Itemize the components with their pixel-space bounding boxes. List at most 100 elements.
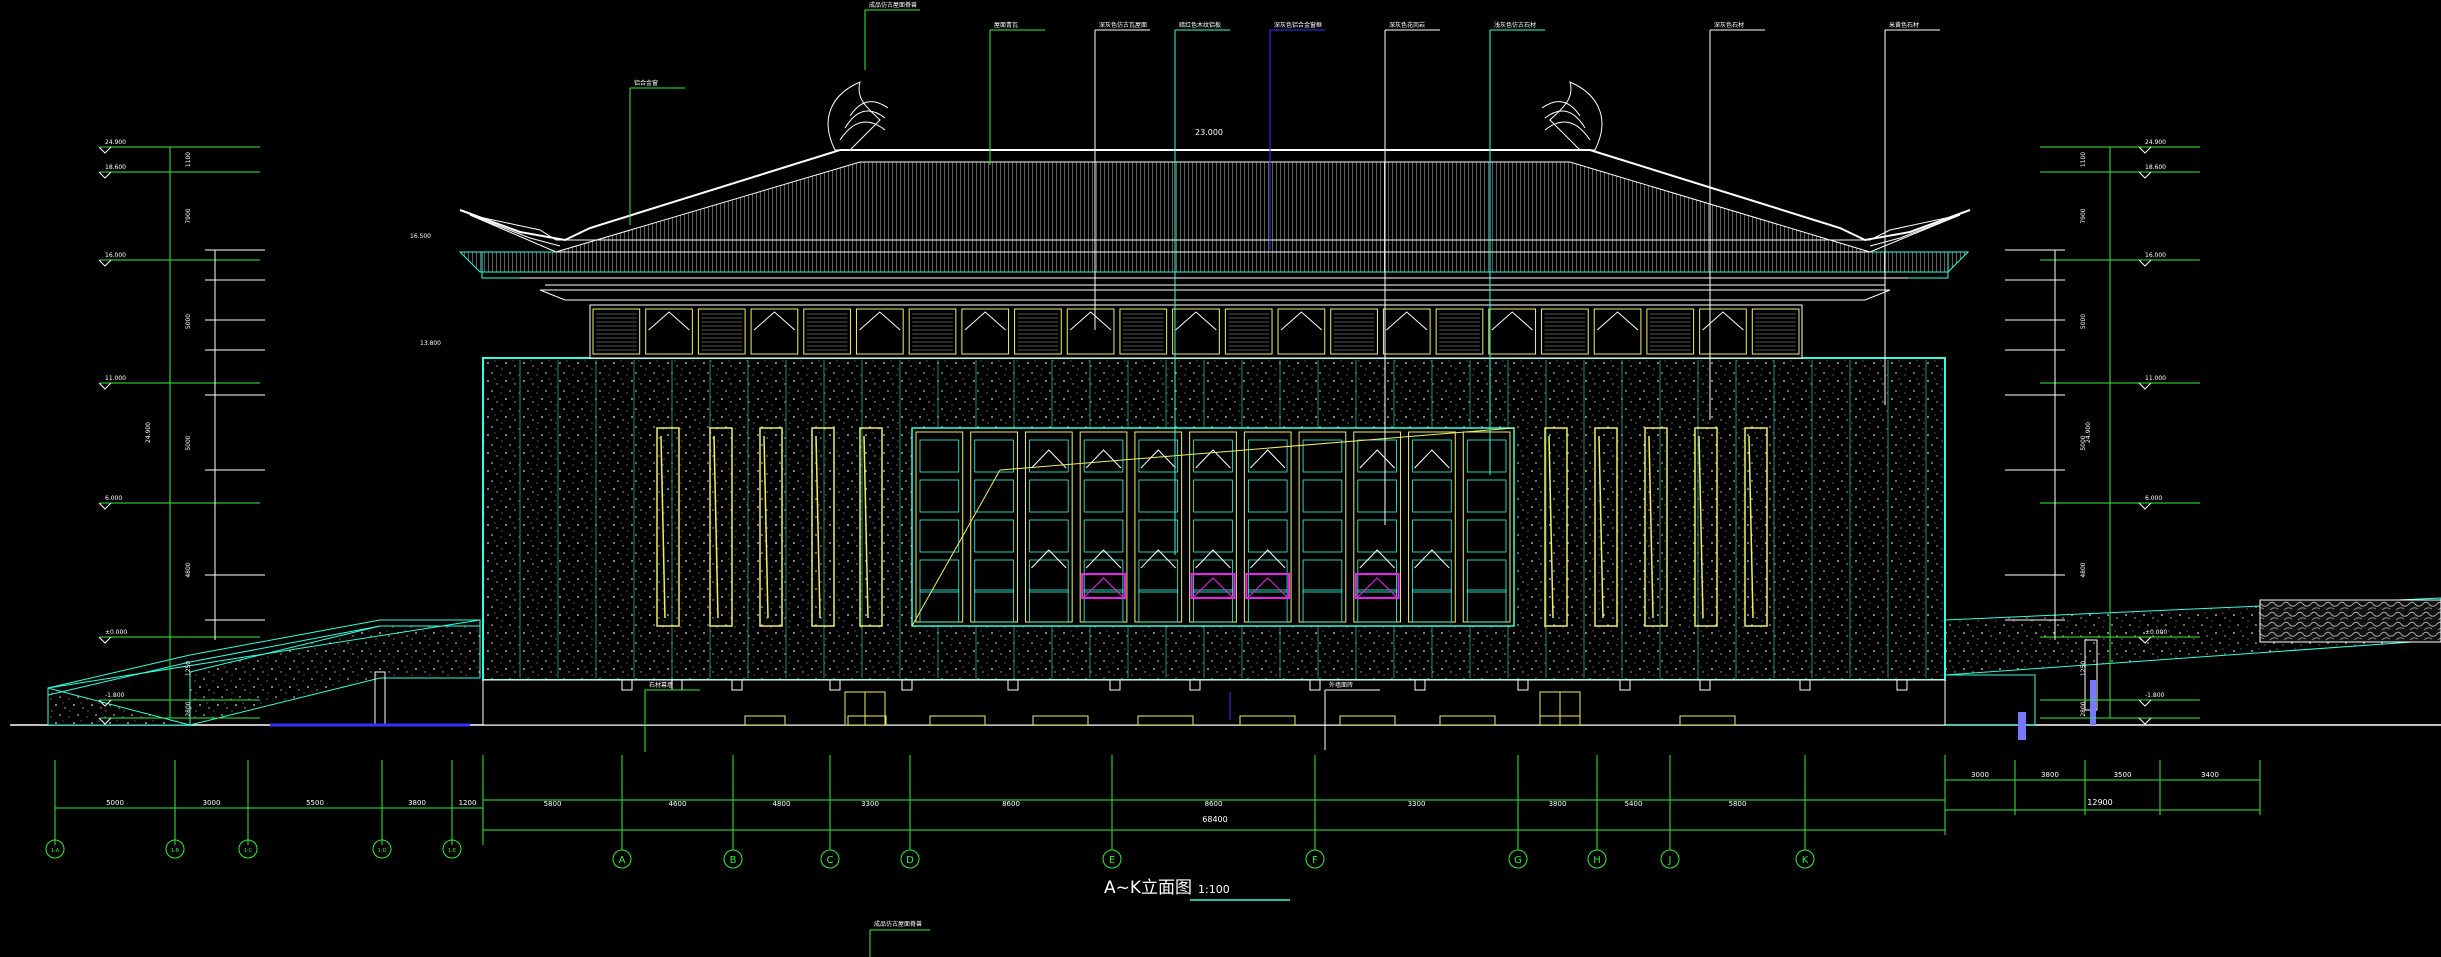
left-vertical-dimension: 24.90018.60016.00011.0006.000±0.000-1.80… bbox=[98, 139, 265, 725]
total-width-label: 68400 bbox=[1202, 815, 1227, 824]
elevation-label: 24.900 bbox=[2145, 139, 2166, 146]
grid-bubble bbox=[442, 839, 462, 859]
clerestory-window bbox=[645, 308, 693, 355]
vertical-dimension: 5000 bbox=[2080, 314, 2087, 329]
vertical-dimension: 2800 bbox=[2080, 701, 2087, 716]
grid-bubble-label: E bbox=[1109, 855, 1115, 866]
bottom-dimension: 4600 bbox=[669, 800, 687, 808]
vertical-dimension: 4800 bbox=[185, 562, 192, 577]
annotation-label: 米黄色石材 bbox=[1889, 21, 1919, 29]
bottom-dimension: 5800 bbox=[544, 800, 562, 808]
clerestory-window bbox=[592, 308, 641, 355]
clerestory-window bbox=[1119, 308, 1168, 355]
clerestory-window bbox=[1330, 308, 1378, 355]
clerestory-window bbox=[1488, 308, 1537, 355]
vertical-dimension: 5000 bbox=[185, 435, 192, 450]
ground-door bbox=[1439, 715, 1496, 726]
drawing-title: A~K立面图 1:100 bbox=[1104, 878, 1290, 901]
clerestory-window bbox=[803, 308, 851, 355]
right-total-width-label: 12900 bbox=[2087, 798, 2112, 807]
vertical-dimension: 7900 bbox=[185, 208, 192, 223]
grid-bubble bbox=[1587, 849, 1607, 869]
clerestory-window bbox=[1646, 308, 1695, 355]
vertical-dimension: 7900 bbox=[2080, 208, 2087, 223]
elevation-label: 16.000 bbox=[105, 252, 126, 259]
slit-windows bbox=[656, 427, 1768, 627]
grid-bubble-label: B bbox=[730, 855, 737, 866]
leader-lines: 成品仿古屋面脊兽屋面青瓦深灰色仿古瓦屋面暗红色木纹铝板深灰色铝合金窗框深灰色花岗… bbox=[629, 1, 1940, 957]
grid-bubble bbox=[45, 839, 65, 859]
bottom-dimension: 3300 bbox=[861, 800, 879, 808]
left-ridge-ornament bbox=[827, 81, 889, 151]
elevation-label: ±0.000 bbox=[2145, 629, 2167, 636]
grid-bubble bbox=[1795, 849, 1815, 869]
annotation-label: 深灰色石材 bbox=[1714, 21, 1744, 29]
right-dimension: 3000 bbox=[1971, 771, 1989, 779]
clerestory-window bbox=[750, 308, 799, 355]
ground-door bbox=[929, 715, 986, 726]
ground-door bbox=[1032, 715, 1089, 726]
roof-eave-label: 16.500 bbox=[410, 233, 431, 240]
bottom-dimension: 5800 bbox=[1729, 800, 1747, 808]
grid-bubble-label: K bbox=[1802, 855, 1809, 866]
grid-bubble-label: 1-E bbox=[448, 848, 456, 854]
slit-window bbox=[1644, 427, 1668, 627]
roof bbox=[458, 81, 1971, 301]
clerestory-window bbox=[855, 308, 904, 355]
clerestory-window bbox=[1541, 308, 1589, 355]
drawing-scale-text: 1:100 bbox=[1198, 883, 1230, 896]
elevation-label: 16.000 bbox=[2145, 252, 2166, 259]
grid-bubble-label: 1-B bbox=[171, 848, 180, 854]
elevation-label: -1.800 bbox=[105, 692, 125, 699]
magenta-panel bbox=[1190, 573, 1236, 599]
total-height-label: 24.900 bbox=[2085, 422, 2092, 443]
bottom-dimension: 4800 bbox=[773, 800, 791, 808]
left-dimension: 3000 bbox=[203, 799, 221, 807]
elevation-label: 11.000 bbox=[2145, 375, 2166, 382]
grid-bubble-label: D bbox=[906, 855, 914, 866]
ground-door bbox=[1339, 715, 1396, 726]
right-dimension: 3400 bbox=[2201, 771, 2219, 779]
grid-bubble-label: 1-D bbox=[378, 848, 387, 854]
annotation-label: 深灰色仿古瓦屋面 bbox=[1099, 21, 1147, 29]
grid-bubble bbox=[612, 849, 632, 869]
grid-bubble bbox=[723, 849, 743, 869]
left-ramp bbox=[47, 619, 481, 727]
grid-bubble-label: A bbox=[619, 855, 626, 866]
grid-bubble-label: 1-A bbox=[51, 848, 60, 854]
clerestory-window bbox=[1435, 308, 1484, 355]
vertical-dimension: 1250 bbox=[185, 661, 192, 676]
grid-bubble bbox=[900, 849, 920, 869]
grid-bubble-label: F bbox=[1312, 855, 1318, 866]
right-dimension: 3800 bbox=[2041, 771, 2059, 779]
clerestory-window bbox=[1172, 308, 1220, 355]
ground-door bbox=[1239, 715, 1296, 726]
annotation-label: 深灰色铝合金窗框 bbox=[1274, 21, 1322, 29]
magenta-panel bbox=[1354, 573, 1400, 599]
bottom-dimension: 3300 bbox=[1408, 800, 1426, 808]
slit-window bbox=[759, 427, 783, 627]
ground-door bbox=[1137, 715, 1194, 726]
slit-window bbox=[1744, 427, 1768, 627]
annotation-label: 外墙面砖 bbox=[1329, 681, 1353, 689]
bottom-dimension: 3800 bbox=[1549, 800, 1567, 808]
grid-bubble-label: C bbox=[827, 855, 834, 866]
curtain-wall bbox=[911, 427, 1515, 627]
vertical-dimension: 4800 bbox=[2080, 562, 2087, 577]
left-dimension: 1200 bbox=[459, 799, 477, 807]
ground-door bbox=[744, 715, 786, 726]
left-dimension: 5500 bbox=[306, 799, 324, 807]
grid-bubble bbox=[372, 839, 392, 859]
slit-window bbox=[709, 427, 733, 627]
grid-bubble bbox=[238, 839, 258, 859]
vertical-dimension: 1250 bbox=[2080, 661, 2087, 676]
grid-bubble bbox=[1660, 849, 1680, 869]
grid-bubble-label: 1-C bbox=[244, 848, 253, 854]
elevation-label: -1.800 bbox=[2145, 692, 2165, 699]
clerestory-window bbox=[1224, 308, 1273, 355]
slit-window bbox=[811, 427, 835, 627]
annotation-label: 浅灰色仿古石材 bbox=[1494, 21, 1536, 29]
annotation-label: 成品仿古屋面脊兽 bbox=[874, 920, 922, 928]
